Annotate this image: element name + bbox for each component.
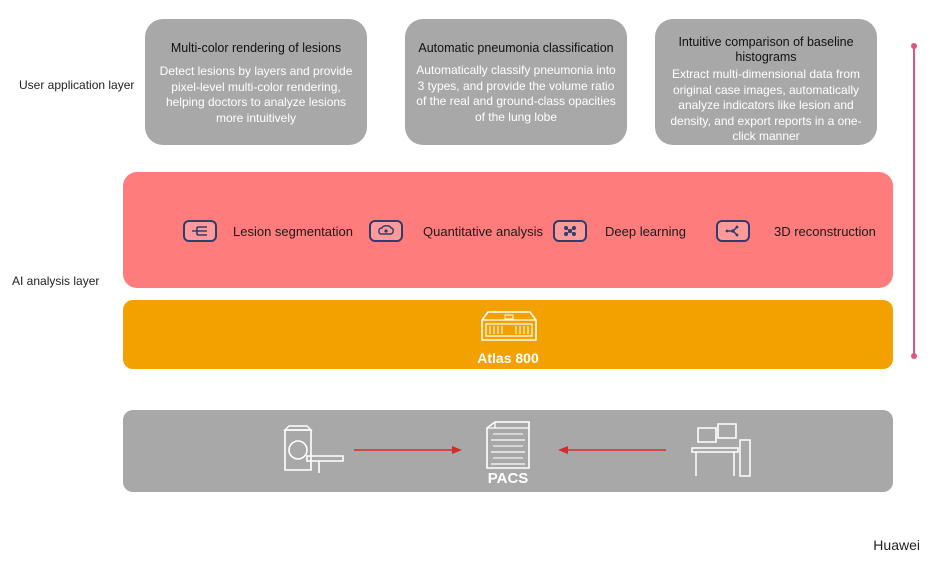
card-baseline-histograms: Intuitive comparison of baseline histogr… — [655, 19, 877, 145]
ai-item-quantitative-analysis: Quantitative analysis — [369, 220, 543, 242]
ct-scanner-icon — [283, 425, 344, 473]
ai-analysis-layer-label: AI analysis layer — [12, 274, 100, 288]
segmentation-icon — [183, 220, 217, 242]
ai-item-3d-reconstruction: 3D reconstruction — [716, 220, 876, 242]
card-body: Automatically classify pneumonia into 3 … — [416, 63, 616, 124]
atlas-800-label: Atlas 800 — [477, 350, 539, 366]
card-title: Automatic pneumonia classification — [418, 41, 614, 55]
atlas-800-band: Atlas 800 — [123, 300, 893, 369]
brain-analysis-icon — [369, 220, 403, 242]
storage-server-icon — [486, 421, 530, 469]
span-line-top-dot — [911, 43, 917, 49]
card-pneumonia-classification: Automatic pneumonia classification Autom… — [405, 19, 627, 145]
neural-network-icon — [553, 220, 587, 242]
card-title: Intuitive comparison of baseline histogr… — [678, 35, 854, 64]
pacs-label: PACS — [487, 470, 529, 487]
3d-nodes-icon — [716, 220, 750, 242]
pacs-band: PACS — [123, 410, 893, 492]
user-application-layer-label: User application layer — [19, 78, 135, 92]
ai-item-deep-learning: Deep learning — [553, 220, 686, 242]
arrow-workstation-to-pacs — [558, 446, 666, 454]
ai-item-label: Deep learning — [605, 223, 686, 239]
ai-item-label: 3D reconstruction — [774, 223, 876, 239]
card-title: Multi-color rendering of lesions — [170, 41, 342, 55]
layer-span-line — [913, 46, 915, 356]
card-body: Detect lesions by layers and provide pix… — [159, 64, 353, 125]
ai-analysis-band: Lesion segmentation Quantitative analysi… — [123, 172, 893, 288]
arrow-scanner-to-pacs — [354, 446, 462, 454]
card-body: Extract multi-dimensional data from orig… — [670, 67, 862, 143]
source-credit: Huawei — [873, 537, 920, 553]
workstation-icon — [691, 423, 751, 477]
ai-item-lesion-segmentation: Lesion segmentation — [183, 220, 353, 242]
ai-item-label: Quantitative analysis — [423, 223, 543, 239]
card-multicolor-rendering: Multi-color rendering of lesions Detect … — [145, 19, 367, 145]
span-line-bottom-dot — [911, 353, 917, 359]
ai-item-label: Lesion segmentation — [233, 223, 353, 239]
server-icon — [481, 311, 537, 341]
